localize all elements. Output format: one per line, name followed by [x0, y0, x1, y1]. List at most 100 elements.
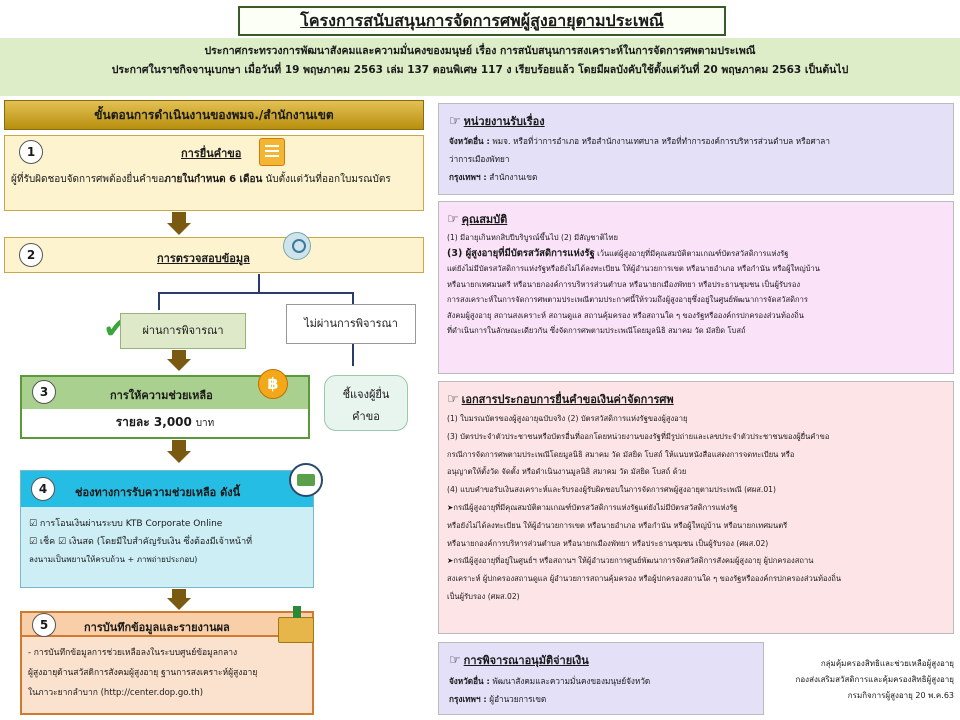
footer-line1: กลุ่มคุ้มครองสิทธิและช่วยเหลือผู้สูงอายุ — [820, 659, 954, 668]
approval-province-label: จังหวัดอื่น : — [449, 676, 490, 686]
money-transfer-icon — [289, 463, 323, 497]
step4-option-note: ลงนามเป็นพยานให้ครบถ้วน + ภาพถ่ายประกอบ) — [29, 555, 198, 564]
flow-arrow-stem — [172, 212, 186, 224]
documents-body: (1) ใบมรณบัตรของผู้สูงอายุฉบับจริง (2) บ… — [447, 410, 945, 606]
fail-label: ไม่ผ่านการพิจารณา — [286, 304, 416, 344]
fail-action-box: ชี้แจงผู้ยื่น คำขอ — [324, 375, 408, 431]
flow-arrow-down-icon — [167, 223, 191, 235]
docs-line8: หรือนายกองค์การบริหารส่วนตำบล หรือนายกเม… — [447, 538, 769, 548]
step4-header — [21, 471, 313, 507]
fail-action-line1: ชี้แจงผู้ยื่น — [342, 388, 390, 401]
branch-line-right — [352, 292, 354, 304]
step2-title: การตรวจสอบข้อมูล — [157, 252, 250, 265]
step4-options: ☑ การโอนเงินผ่านระบบ KTB Corporate Onlin… — [29, 515, 252, 569]
agency-province-text-cont: ว่าการเมืองพัทยา — [449, 154, 510, 164]
qual-line2-bold: (3) ผู้สูงอายุที่มีบัตรสวัสดิการแห่งรัฐ — [447, 247, 595, 259]
step5-text-line2: ผู้สูงอายุด้านสวัสดิการสังคมผู้สูงอายุ ฐ… — [28, 668, 258, 678]
step1-box: 1 การยื่นคำขอ ผู้ที่รับผิดชอบจัดการศพต้อ… — [4, 135, 424, 211]
step1-text-a: ผู้ที่รับผิดชอบจัดการศพต้องยื่นคำขอ — [11, 174, 165, 185]
approval-heading: ☞การพิจารณาอนุมัติจ่ายเงิน — [449, 649, 753, 669]
branch-line — [158, 292, 354, 294]
announcement-banner: ประกาศกระทรวงการพัฒนาสังคมและความมั่นคงข… — [0, 38, 960, 96]
step5-text-line3: ในภาวะยากลำบาก (http://center.dop.go.th) — [28, 688, 204, 698]
step3-amount-value: รายละ 3,000 — [115, 415, 192, 429]
branch-line-left — [158, 292, 160, 310]
docs-line1: (1) ใบมรณบัตรของผู้สูงอายุฉบับจริง (2) บ… — [447, 414, 688, 423]
documents-panel: ☞เอกสารประกอบการยื่นคำขอเงินค่าจัดการศพ … — [438, 381, 954, 634]
approval-bangkok-text: ผู้อำนวยการเขต — [486, 694, 547, 704]
fail-action-line2: คำขอ — [352, 410, 380, 423]
step4-box: 4 ช่องทางการรับความช่วยเหลือ ดังนี้ ☑ กา… — [20, 463, 323, 588]
step5-number: 5 — [32, 613, 56, 637]
coin-icon: ฿ — [258, 369, 288, 399]
docs-line3: กรณีการจัดการศพตามประเพณีโดยมูลนิธิ สมาค… — [447, 449, 795, 459]
flow-arrow-down-icon — [167, 451, 191, 463]
documents-title: เอกสารประกอบการยื่นคำขอเงินค่าจัดการศพ — [461, 393, 674, 406]
step5-header — [22, 613, 312, 637]
docs-line11: เป็นผู้รับรอง (ศผส.02) — [447, 591, 520, 601]
footer-line2: กองส่งเสริมสวัสดิการและคุ้มครองสิทธิผู้ส… — [795, 675, 954, 684]
agency-body: จังหวัดอื่น : พมจ. หรือที่ว่าการอำเภอ หร… — [449, 132, 943, 186]
step1-text: ผู้ที่รับผิดชอบจัดการศพต้องยื่นคำขอภายใน… — [11, 170, 416, 190]
qual-line7: ที่ดำเนินการในลักษณะเดียวกัน ซึ่งจัดการศ… — [447, 326, 746, 335]
step5-title: การบันทึกข้อมูลและรายงานผล — [84, 621, 230, 634]
agency-title: หน่วยงานรับเรื่อง — [463, 115, 545, 128]
approval-panel: ☞การพิจารณาอนุมัติจ่ายเงิน จังหวัดอื่น :… — [438, 642, 764, 715]
approval-body: จังหวัดอื่น : พัฒนาสังคมและความมั่นคงของ… — [449, 672, 753, 708]
pointing-hand-icon: ☞ — [449, 653, 461, 668]
flow-arrow-stem — [172, 589, 186, 599]
approval-bangkok-label: กรุงเทพฯ : — [449, 694, 487, 704]
agency-bangkok-text: สำนักงานเขต — [486, 172, 538, 182]
step3-number: 3 — [32, 380, 56, 404]
qualifications-body: (1) มีอายุเกินหกสิบปีบริบูรณ์ขึ้นไป (2) … — [447, 230, 945, 339]
pass-label: ผ่านการพิจารณา — [120, 313, 246, 349]
announcement-line2: ประกาศในราชกิจจานุเบกษา เมื่อวันที่ 19 พ… — [111, 64, 849, 76]
qual-line2-rest: เว้นแต่ผู้สูงอายุที่มีคุณสมบัติตามเกณฑ์บ… — [594, 248, 789, 258]
page-title: โครงการสนับสนุนการจัดการศพผู้สูงอายุตามป… — [238, 6, 726, 36]
docs-line7: หรือยังไม่ได้ลงทะเบียน ให้ผู้อำนวยการเขต… — [447, 520, 788, 530]
step1-text-c: นับตั้งแต่วันที่ออกใบมรณบัตร — [262, 174, 391, 185]
search-icon — [283, 232, 311, 260]
agency-panel: ☞หน่วยงานรับเรื่อง จังหวัดอื่น : พมจ. หร… — [438, 103, 954, 195]
documents-heading: ☞เอกสารประกอบการยื่นคำขอเงินค่าจัดการศพ — [447, 388, 945, 408]
agency-province-text: พมจ. หรือที่ว่าการอำเภอ หรือสำนักงานเทศบ… — [489, 136, 830, 146]
flow-arrow-stem — [172, 350, 186, 360]
document-icon — [259, 138, 285, 166]
qual-line3: แต่ยังไม่มีบัตรสวัสดิการแห่งรัฐหรือยังไม… — [447, 264, 820, 273]
qual-line6: สังคมผู้สูงอายุ สถานสงเคราะห์ สถานดูแล ส… — [447, 310, 804, 320]
fail-line — [352, 344, 354, 366]
step3-amount: รายละ 3,000 บาท — [22, 413, 308, 432]
step5-text: - การบันทึกข้อมูลการช่วยเหลือลงในระบบศูน… — [28, 643, 288, 703]
folder-icon — [278, 606, 314, 643]
step2-number: 2 — [19, 243, 43, 267]
pointing-hand-icon: ☞ — [449, 114, 461, 129]
qualifications-title: คุณสมบัติ — [461, 213, 508, 226]
approval-title: การพิจารณาอนุมัติจ่ายเงิน — [463, 654, 589, 667]
footer-credits: กลุ่มคุ้มครองสิทธิและช่วยเหลือผู้สูงอายุ… — [770, 656, 954, 704]
footer-line3: กรมกิจการผู้สูงอายุ 20 พ.ค.63 — [847, 691, 954, 700]
flow-arrow-down-icon — [167, 359, 191, 371]
step4-title: ช่องทางการรับความช่วยเหลือ ดังนี้ — [75, 486, 241, 499]
docs-line5: (4) แบบคำขอรับเงินสงเคราะห์และรับรองผู้ร… — [447, 485, 776, 495]
qual-line1: (1) มีอายุเกินหกสิบปีบริบูรณ์ขึ้นไป (2) … — [447, 233, 618, 242]
flow-arrow-stem — [172, 440, 186, 452]
step1-deadline: ภายในกำหนด 6 เดือน — [164, 174, 263, 185]
agency-bangkok-label: กรุงเทพฯ : — [449, 172, 487, 182]
flow-arrow-down-icon — [167, 598, 191, 610]
qualifications-panel: ☞คุณสมบัติ (1) มีอายุเกินหกสิบปีบริบูรณ์… — [438, 201, 954, 374]
docs-line10: สงเคราะห์ ผู้ปกครองสถานดูแล ผู้อำนวยการส… — [447, 574, 842, 584]
branch-line-stem — [258, 274, 260, 293]
approval-province-text: พัฒนาสังคมและความมั่นคงของมนุษย์จังหวัด — [489, 676, 651, 686]
step3-title: การให้ความช่วยเหลือ — [110, 389, 213, 402]
steps-header: ขั้นตอนการดำเนินงานของพมจ./สำนักงานเขต — [4, 100, 424, 130]
step1-number: 1 — [19, 140, 43, 164]
docs-line9: ➤กรณีผู้สูงอายุที่อยู่ในศูนย์ฯ หรือสถานฯ… — [447, 556, 814, 566]
announcement-line1: ประกาศกระทรวงการพัฒนาสังคมและความมั่นคงข… — [204, 45, 756, 57]
step1-title: การยื่นคำขอ — [181, 147, 242, 160]
docs-line2: (3) บัตรประจำตัวประชาชนหรือบัตรอื่นที่ออ… — [447, 431, 830, 441]
qual-line4: หรือนายกเทศมนตรี หรือนายกองค์การบริหารส่… — [447, 279, 801, 289]
step5-box: 5 การบันทึกข้อมูลและรายงานผล - การบันทึก… — [20, 606, 314, 715]
pointing-hand-icon: ☞ — [447, 212, 459, 227]
step5-text-line1: - การบันทึกข้อมูลการช่วยเหลือลงในระบบศูน… — [28, 648, 238, 658]
qualifications-heading: ☞คุณสมบัติ — [447, 208, 945, 228]
